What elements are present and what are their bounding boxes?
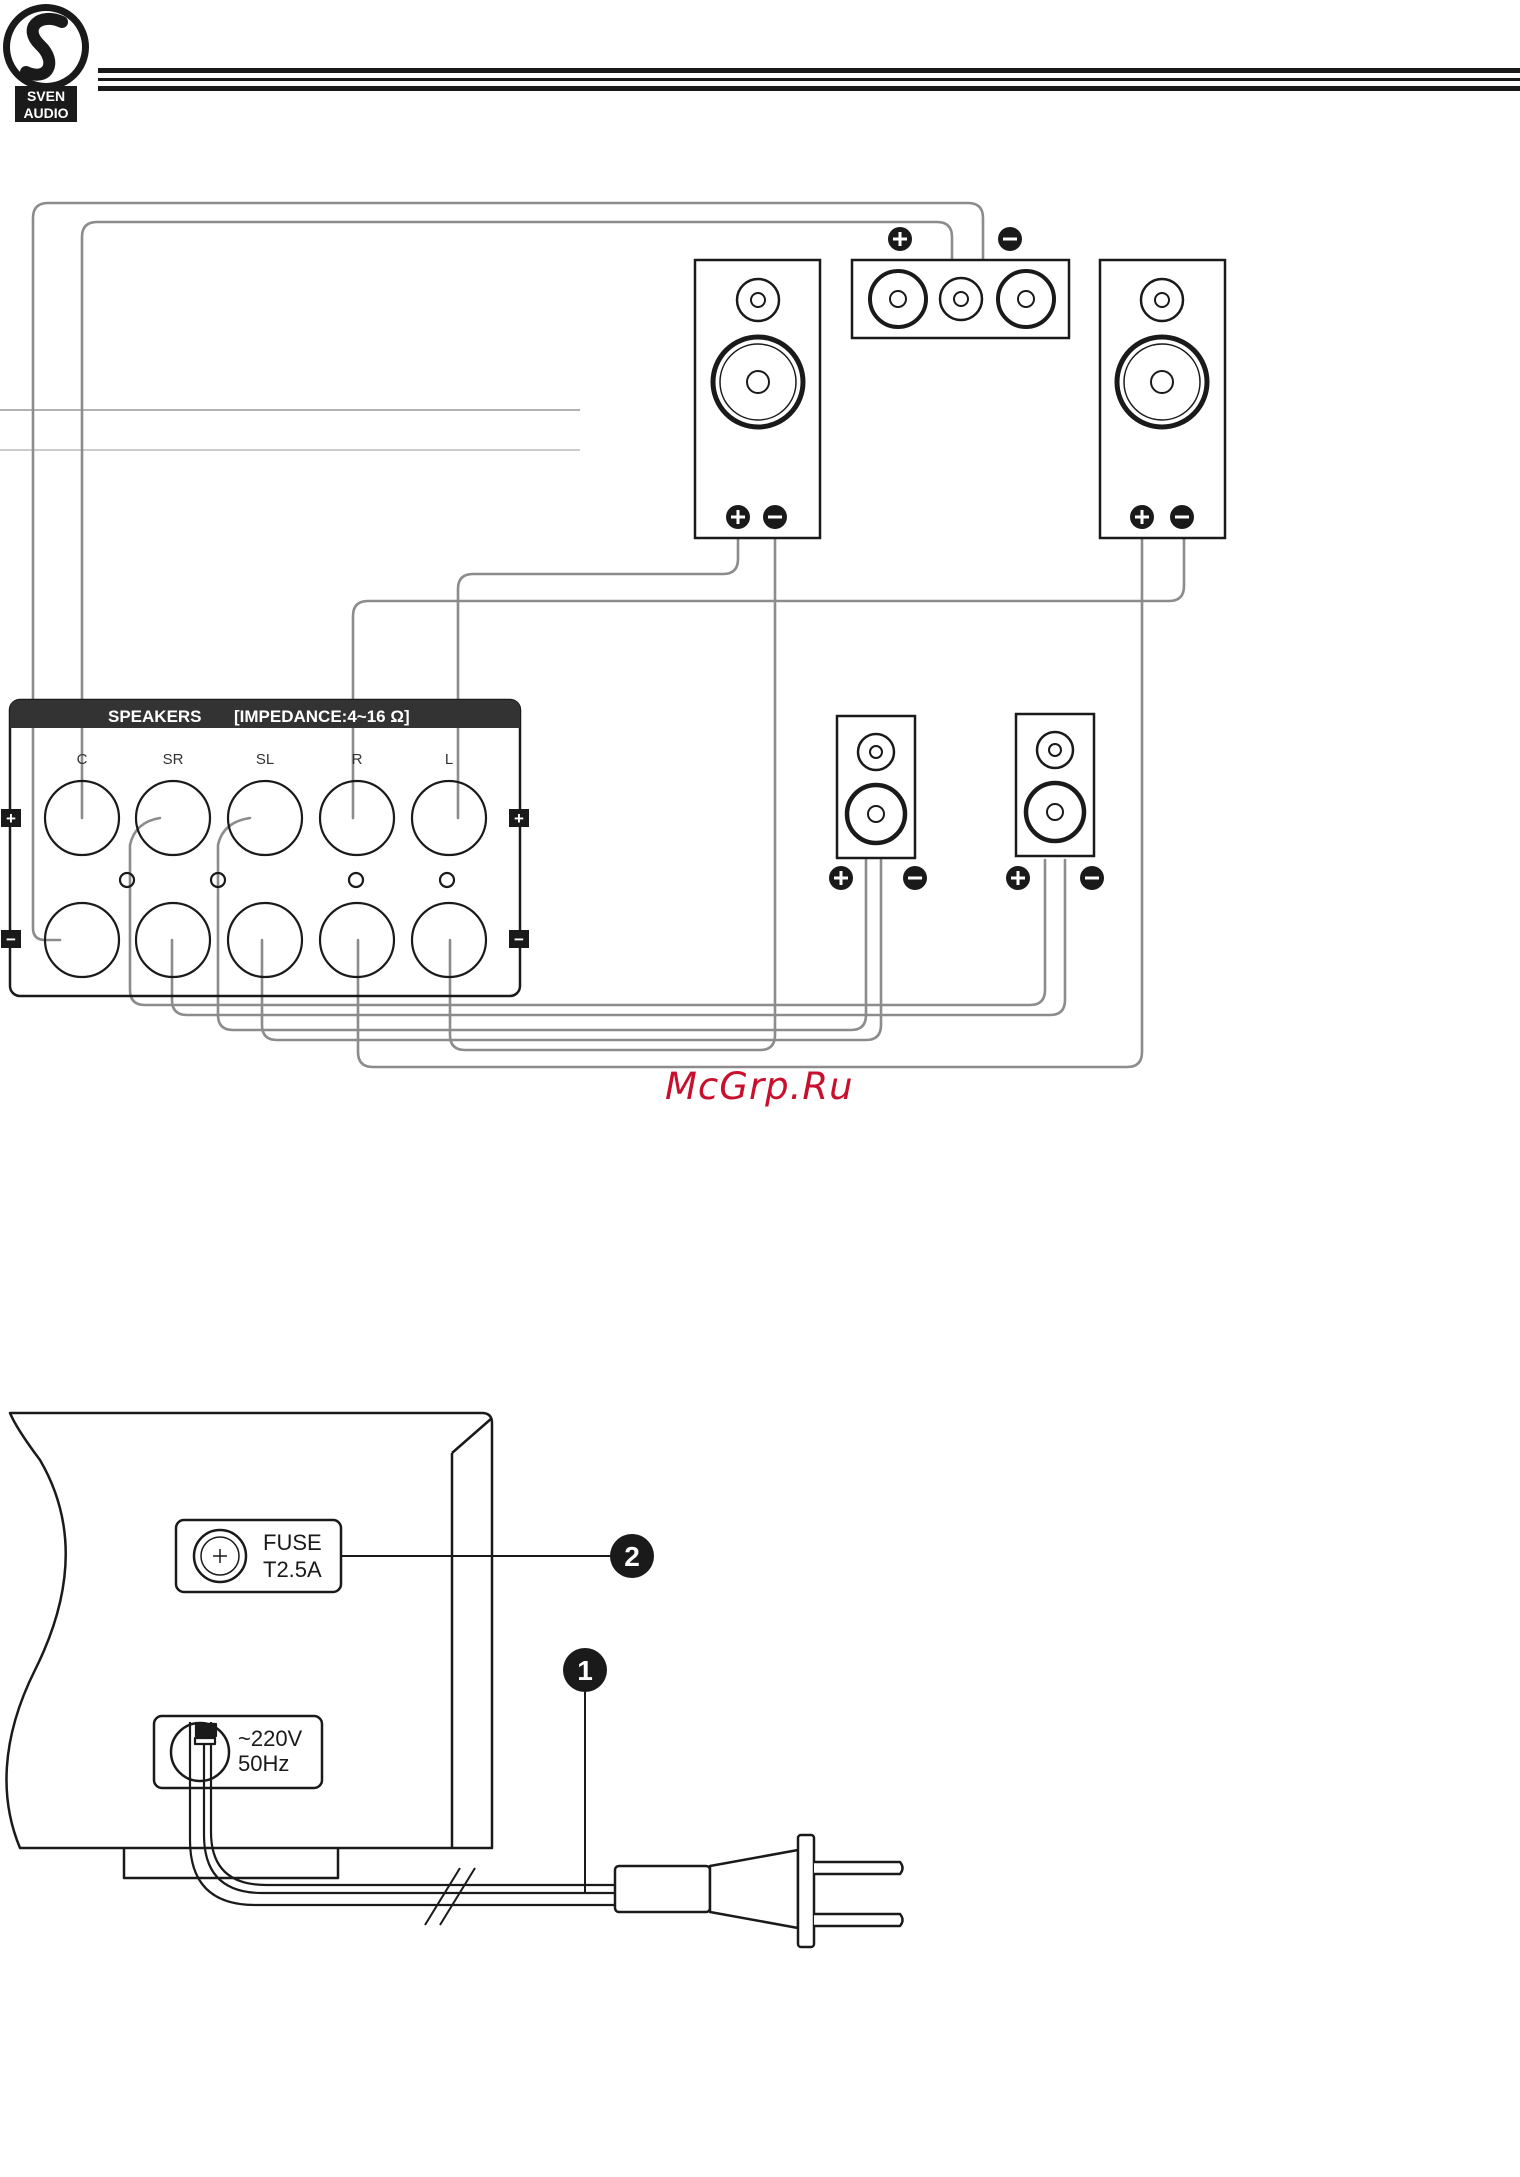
channel-label-l: L [445, 751, 453, 768]
power-connection-diagram: FUSE T2.5A 2 ~220V 50Hz [6, 1413, 902, 1947]
plus-icon [829, 866, 853, 890]
channel-label-sr: SR [163, 751, 184, 768]
terminal-sl-plus [228, 781, 302, 855]
minus-badge-right: − [509, 930, 529, 949]
channel-label-r: R [352, 751, 363, 768]
sven-audio-logo: SVEN AUDIO [3, 4, 89, 122]
plus-icon [726, 505, 750, 529]
wire-surround-right-minus [172, 860, 1065, 1015]
svg-text:−: − [6, 930, 16, 949]
svg-text:+: + [514, 809, 524, 828]
svg-text:2: 2 [624, 1541, 640, 1572]
minus-icon [1170, 505, 1194, 529]
terminal-sr-plus [136, 781, 210, 855]
svg-text:1: 1 [577, 1655, 593, 1686]
surround-right-speaker [1006, 714, 1104, 890]
plus-icon [1006, 866, 1030, 890]
terminal-r-plus [320, 781, 394, 855]
front-right-speaker [1100, 260, 1225, 538]
fuse-holder: FUSE T2.5A [176, 1520, 341, 1592]
minus-icon [763, 505, 787, 529]
watermark-text: McGrp.Ru [665, 1065, 854, 1108]
callout-1: 1 [563, 1648, 607, 1692]
channel-label-sl: SL [256, 751, 274, 768]
power-inlet: ~220V 50Hz [154, 1716, 322, 1788]
center-speaker [852, 227, 1069, 338]
minus-icon [1080, 866, 1104, 890]
header-rule [98, 68, 1520, 91]
plus-icon [1130, 505, 1154, 529]
wire-surround-left-plus [218, 818, 866, 1030]
channel-label-c: C [77, 751, 88, 768]
minus-badge-left: − [1, 930, 21, 949]
fuse-rating: T2.5A [263, 1557, 322, 1582]
surround-left-speaker [829, 716, 927, 890]
speaker-wiring-diagram: SPEAKERS [IMPEDANCE:4~16 Ω] C SR SL R L [0, 203, 1225, 1108]
device-rear-body [6, 1413, 492, 1878]
wire-center-plus [82, 222, 952, 818]
plus-icon [888, 227, 912, 251]
svg-text:+: + [6, 809, 16, 828]
minus-icon [903, 866, 927, 890]
power-plug-icon [615, 1835, 903, 1947]
terminal-sl-minus [228, 903, 302, 977]
panel-impedance-label: [IMPEDANCE:4~16 Ω] [234, 707, 410, 726]
wire-left-plus [458, 538, 738, 818]
wire-left-minus [450, 538, 775, 1050]
terminal-l-plus [412, 781, 486, 855]
svg-text:−: − [514, 930, 524, 949]
voltage-label: ~220V [238, 1726, 303, 1751]
panel-title-speakers: SPEAKERS [108, 707, 202, 726]
plus-badge-right: + [509, 809, 529, 828]
logo-text-audio: AUDIO [23, 105, 68, 121]
logo-text-sven: SVEN [27, 88, 65, 104]
minus-icon [998, 227, 1022, 251]
front-left-speaker [695, 260, 820, 538]
plus-badge-left: + [1, 809, 21, 828]
frequency-label: 50Hz [238, 1751, 289, 1776]
callout-2: 2 [610, 1534, 654, 1578]
header: SVEN AUDIO [3, 4, 1520, 122]
fuse-label: FUSE [263, 1530, 322, 1555]
